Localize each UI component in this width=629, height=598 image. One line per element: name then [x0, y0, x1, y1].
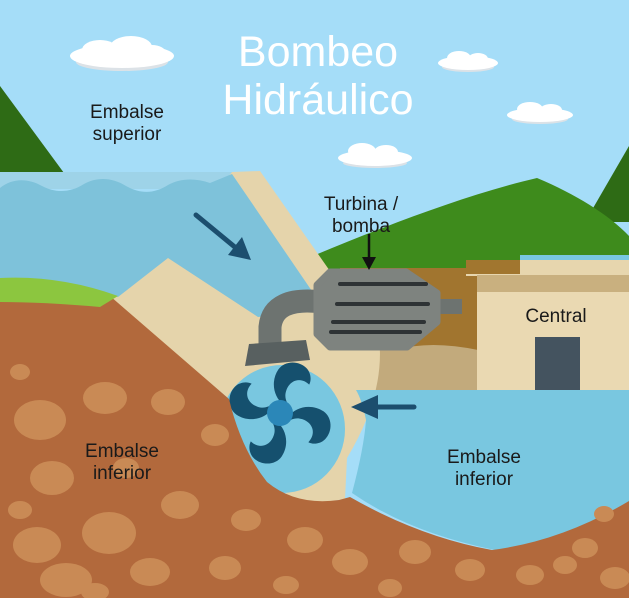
machine-vents [329, 282, 430, 334]
pipe-flange [245, 340, 310, 366]
roof-edge [466, 260, 520, 274]
title-line-1: Bombeo [237, 28, 399, 76]
plant-building [466, 260, 629, 390]
cloud-small-1 [438, 51, 498, 72]
lower-reservoir-water [352, 390, 629, 550]
right-far-mountain [585, 146, 629, 222]
cloud-small-3 [338, 143, 412, 168]
rocks [8, 364, 629, 598]
machine-body [313, 268, 441, 351]
flow-arrow-lower [351, 395, 417, 419]
pipe-elbow [258, 289, 324, 348]
cloud-large [70, 36, 174, 71]
label-turbine-pump: Turbina / bomba [323, 194, 399, 237]
clouds [70, 36, 573, 168]
label-upper-reservoir: Embalse superior [90, 102, 164, 145]
propeller-hub [267, 400, 293, 426]
grass [0, 277, 118, 307]
upper-reservoir-water [0, 174, 318, 317]
title-line-2: Hidráulico [222, 76, 414, 124]
label-plant: Central [525, 306, 587, 327]
water-behind-roof [520, 255, 629, 262]
cloud-small-2 [507, 102, 573, 124]
label-lower-reservoir-right: Embalse inferior [447, 447, 521, 490]
earth [0, 296, 629, 598]
plant-door [535, 337, 580, 390]
flow-arrow-penstock [193, 212, 251, 260]
label-lower-reservoir-left: Embalse inferior [85, 441, 159, 484]
label-pointer-arrow [362, 234, 376, 270]
shaft-stub [434, 299, 462, 314]
diagram-title: Bombeo Hidráulico [222, 28, 413, 124]
propeller-icon [229, 362, 331, 464]
turbine-pump-machine [245, 268, 462, 366]
roof-band [477, 275, 629, 293]
left-mountain [0, 86, 64, 173]
